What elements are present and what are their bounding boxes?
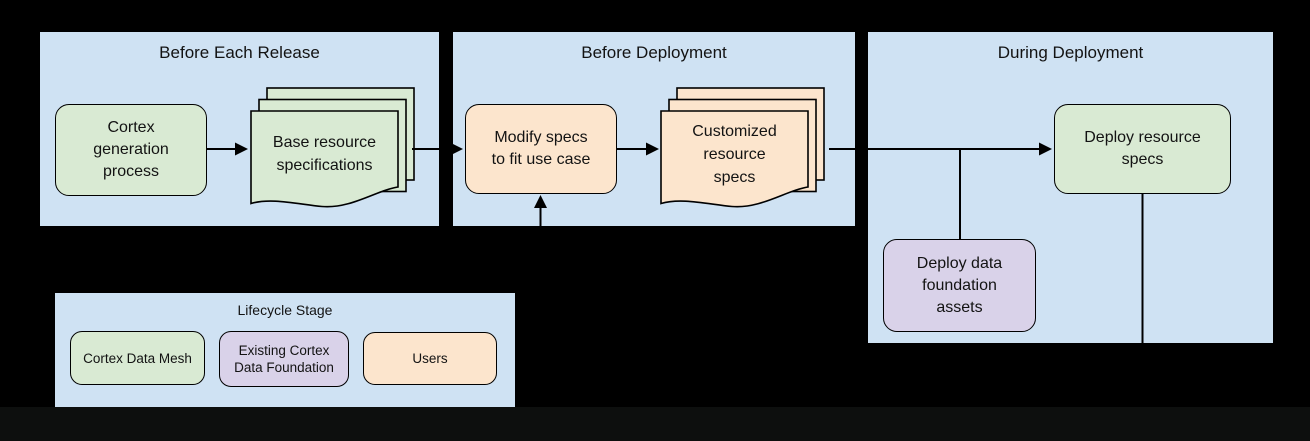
node-base-resource-specifications-label: Base resource specifications (251, 113, 398, 195)
panel-title-before-deployment: Before Deployment (581, 43, 727, 62)
arrow-into-modify-from-below (534, 195, 547, 226)
node-label: Modify specs to fit use case (491, 129, 591, 168)
arrow-modify-to-customized-specs (617, 142, 659, 156)
doc-page-front (250, 110, 399, 208)
node-customized-resource-specs-label: Customized resource specs (661, 113, 808, 195)
footer-strip (0, 407, 1310, 441)
legend-title: Lifecycle Stage (237, 302, 333, 318)
panel-title-before-each-release: Before Each Release (159, 43, 320, 62)
node-deploy-data-foundation-assets: Deploy data foundation assets (883, 239, 1036, 332)
legend-item-label: Users (412, 351, 448, 366)
arrow-cortex-to-base-specs (207, 142, 248, 156)
node-label: Deploy resource specs (1084, 129, 1201, 168)
node-label: Customized resource specs (692, 122, 777, 186)
legend-item-existing-cortex-data-foundation: Existing Cortex Data Foundation (219, 331, 349, 387)
node-modify-specs: Modify specs to fit use case (465, 104, 617, 194)
node-cortex-generation-process: Cortex generation process (55, 104, 207, 196)
doc-page-front (660, 110, 809, 208)
panel-title-during-deployment: During Deployment (997, 43, 1144, 62)
arrow-base-specs-to-modify (412, 142, 463, 156)
node-label: Base resource specifications (272, 134, 377, 174)
node-label: Deploy data foundation assets (916, 254, 1003, 316)
arrow-customized-specs-to-deploy (829, 142, 1052, 156)
document-stack-base-resource-specifications (250, 87, 415, 208)
node-deploy-resource-specs: Deploy resource specs (1054, 104, 1231, 194)
legend-item-cortex-data-mesh: Cortex Data Mesh (70, 331, 205, 385)
legend-item-label: Existing Cortex Data Foundation (234, 343, 334, 375)
node-label: Cortex generation process (93, 119, 169, 180)
document-stack-customized-resource-specs (660, 87, 825, 208)
legend-item-label: Cortex Data Mesh (83, 350, 192, 366)
legend-lifecycle-stage: Lifecycle Stage Cortex Data Mesh Existin… (55, 293, 515, 407)
legend-item-users: Users (363, 332, 497, 385)
